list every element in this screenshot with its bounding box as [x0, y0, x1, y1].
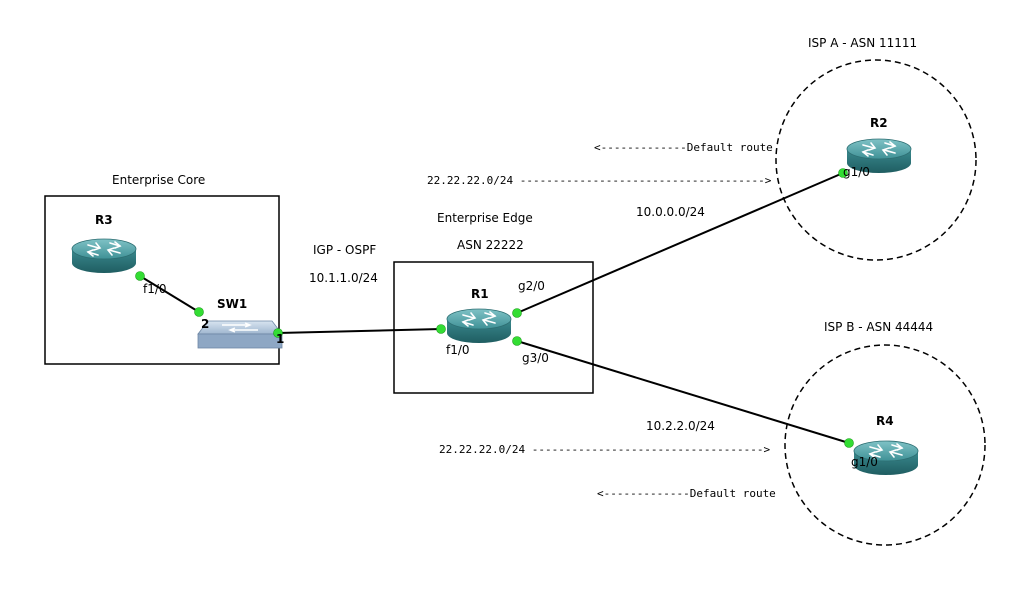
r3-label: R3 [95, 213, 113, 227]
switch-sw1[interactable] [197, 320, 283, 349]
router-r1[interactable] [446, 308, 512, 344]
edge-asn-label: ASN 22222 [457, 238, 524, 252]
r4-label: R4 [876, 414, 894, 428]
enterprise-core-label: Enterprise Core [112, 173, 205, 187]
sw1-port2-label: 2 [201, 317, 209, 331]
r1-r4-subnet-label: 10.2.2.0/24 [646, 419, 715, 433]
isp-a-advertised-prefix: 22.22.22.0/24 --------------------------… [427, 174, 772, 187]
r2-label: R2 [870, 116, 888, 130]
igp-label: IGP - OSPF [313, 243, 376, 257]
link-r1-r2 [516, 172, 844, 314]
port-dot-r1-g30 [512, 336, 522, 346]
isp-a-default-route: <-------------Default route [594, 141, 773, 154]
isp-b-zone [784, 344, 986, 546]
isp-a-zone [775, 59, 977, 261]
link-r1-r4 [516, 340, 850, 444]
sw1-port1-label: 1 [276, 332, 284, 346]
port-dot-sw1-p2 [194, 307, 204, 317]
r1-g30-label: g3/0 [522, 351, 549, 365]
port-dot-r1-f10 [436, 324, 446, 334]
link-r3-sw1 [139, 275, 200, 313]
r3-f10-label: f1/0 [143, 282, 167, 296]
enterprise-core-zone [44, 195, 280, 365]
enterprise-edge-label: Enterprise Edge [437, 211, 533, 225]
core-edge-subnet-label: 10.1.1.0/24 [309, 271, 378, 285]
r1-f10-label: f1/0 [446, 343, 470, 357]
sw1-label: SW1 [217, 297, 247, 311]
router-r3[interactable] [71, 238, 137, 274]
r1-g20-label: g2/0 [518, 279, 545, 293]
port-dot-r2-g10 [838, 168, 848, 178]
port-dot-sw1-p1 [273, 328, 283, 338]
r1-r2-subnet-label: 10.0.0.0/24 [636, 205, 705, 219]
isp-b-advertised-prefix: 22.22.22.0/24 --------------------------… [439, 443, 771, 456]
isp-b-default-route: <-------------Default route [597, 487, 776, 500]
r1-label: R1 [471, 287, 489, 301]
r2-g10-label: g1/0 [843, 165, 870, 179]
link-sw1-r1 [277, 328, 442, 334]
isp-a-label: ISP A - ASN 11111 [808, 36, 917, 50]
enterprise-edge-zone [393, 261, 594, 394]
port-dot-r3-f10 [135, 271, 145, 281]
port-dot-r4-g10 [844, 438, 854, 448]
isp-b-label: ISP B - ASN 44444 [824, 320, 933, 334]
port-dot-r1-g20 [512, 308, 522, 318]
r4-g10-label: g1/0 [851, 455, 878, 469]
